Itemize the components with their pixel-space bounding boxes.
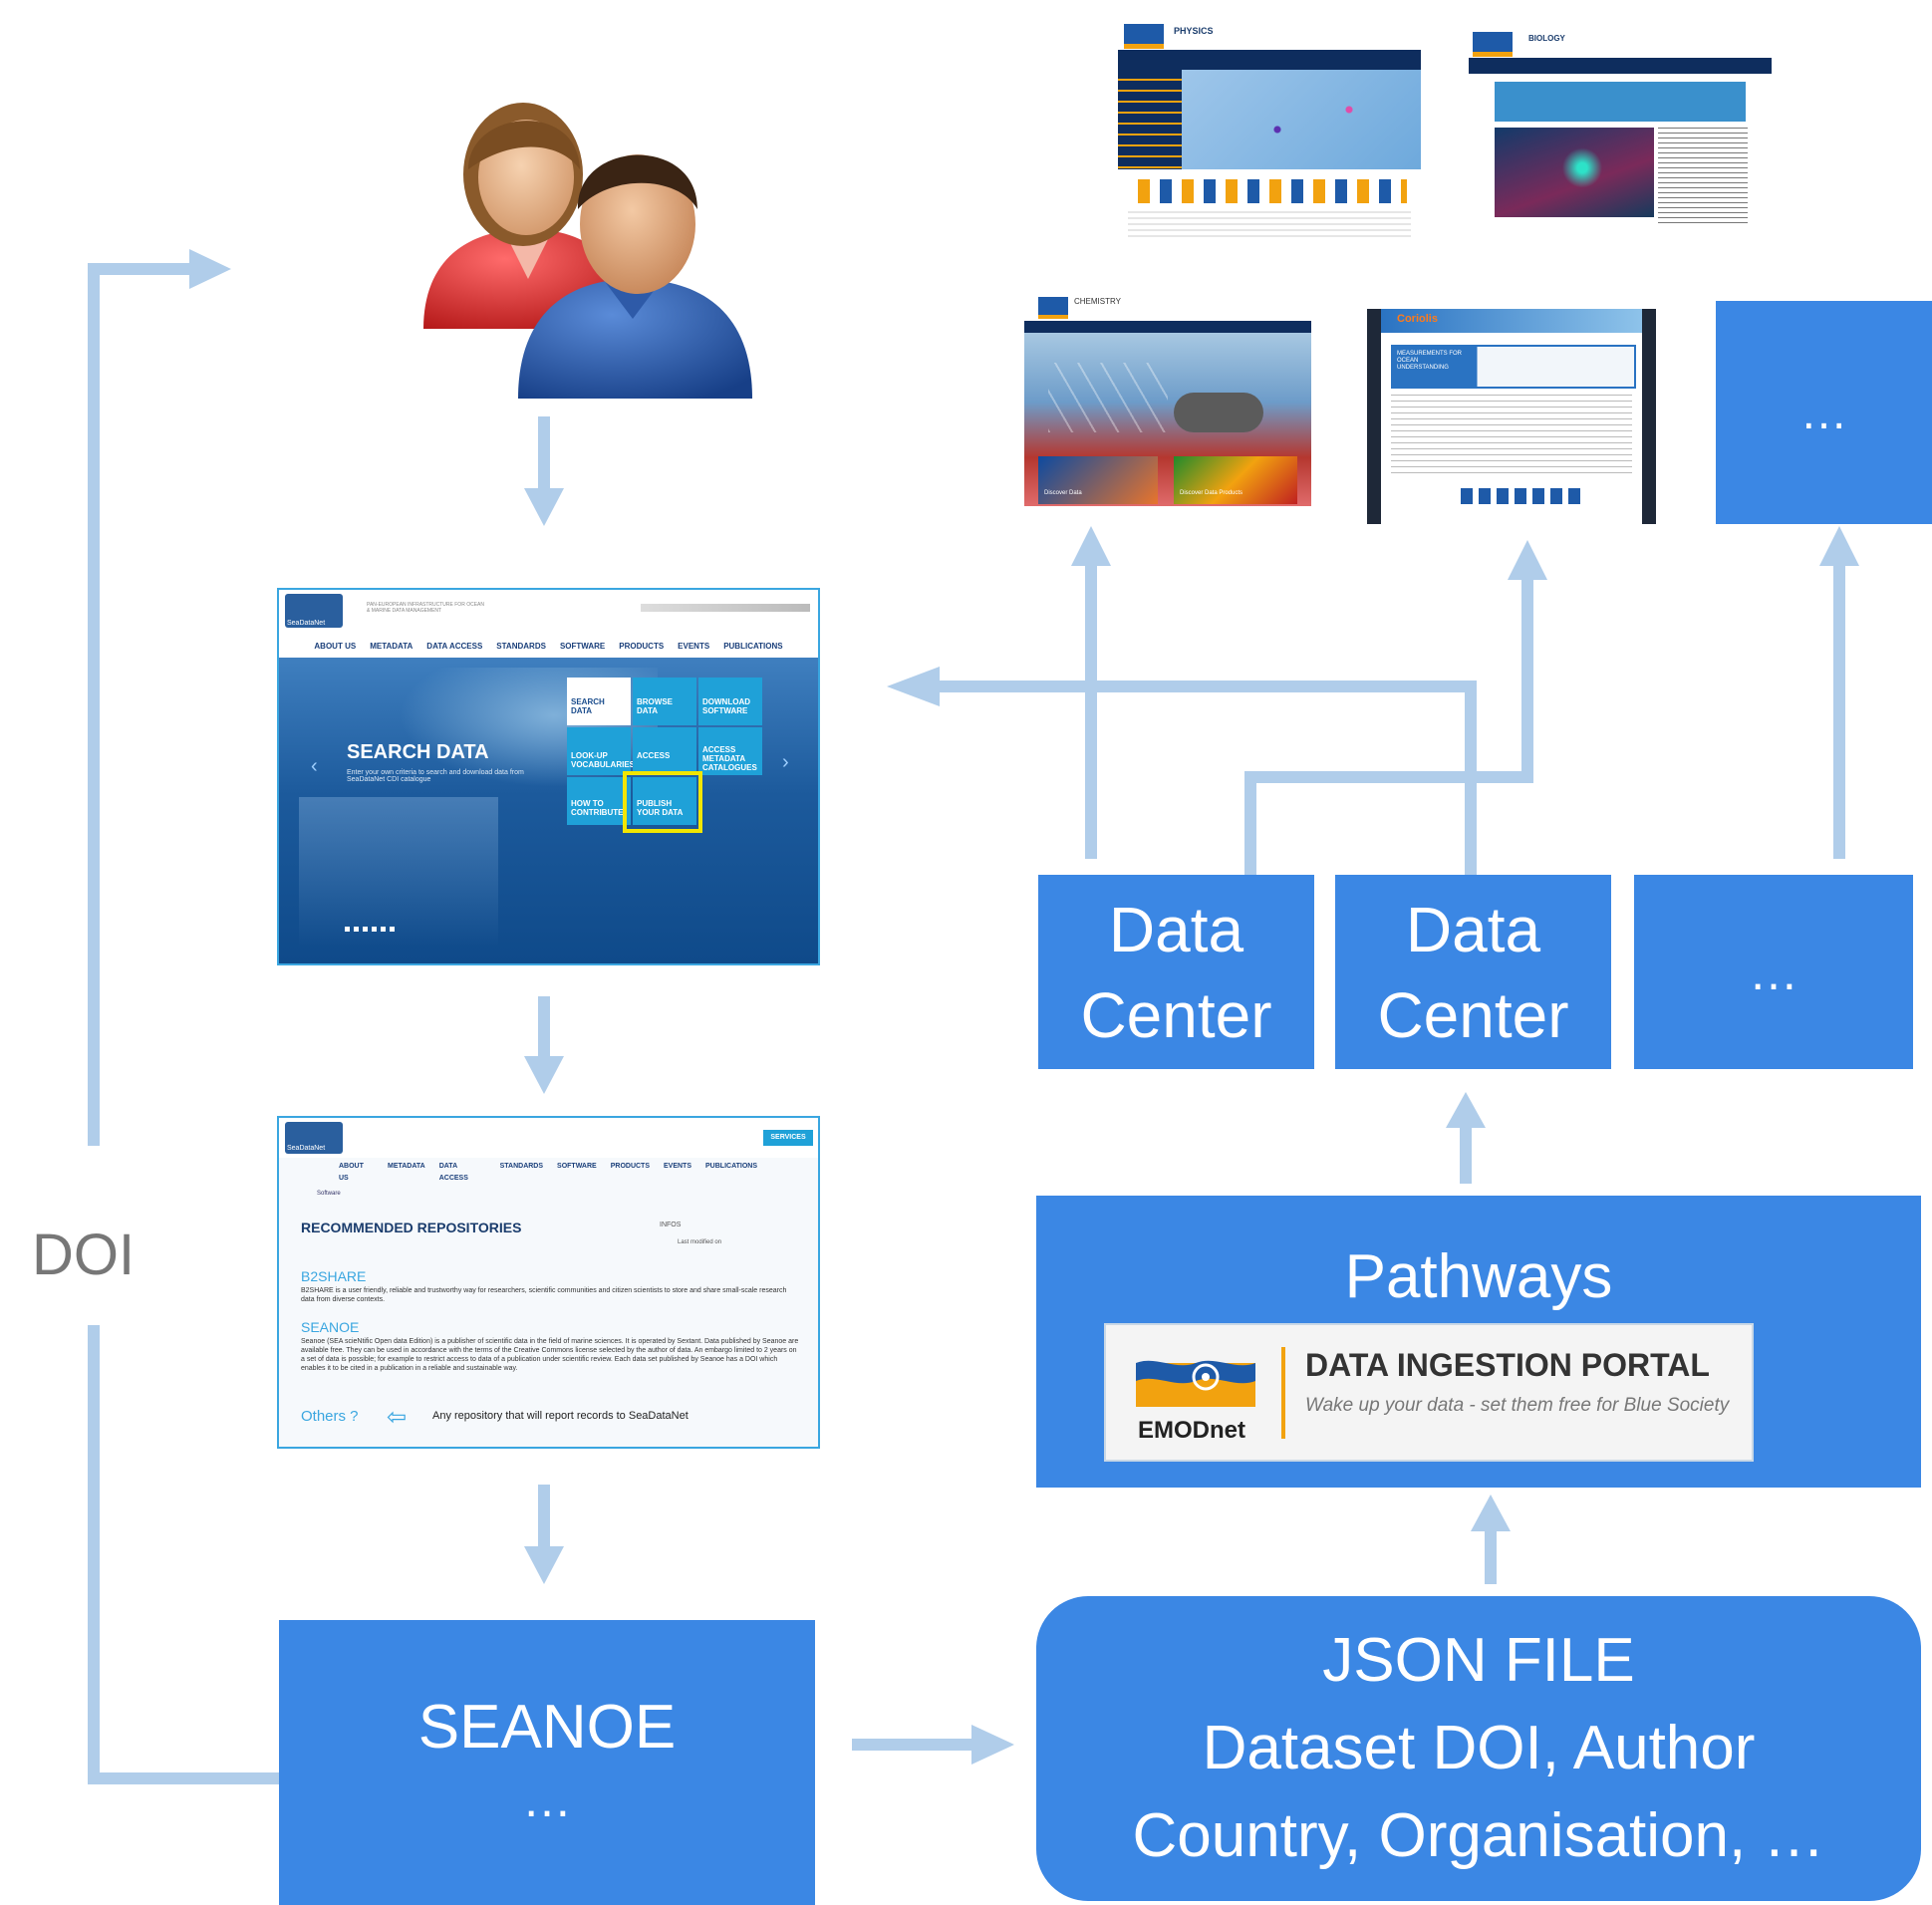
repos-logo <box>285 1122 343 1154</box>
emodnet-logo <box>1136 1355 1255 1407</box>
data-center-box-more: … <box>1634 875 1913 1069</box>
pathways-title: Pathways <box>1344 1242 1613 1311</box>
home-tile-download[interactable]: DOWNLOAD SOFTWARE <box>698 678 762 725</box>
data-center-box-1: Data Center <box>1038 875 1314 1069</box>
seanoe-title: SEANOE <box>417 1693 677 1762</box>
home-carousel-dots <box>345 927 395 932</box>
emodnet-physics-screenshot: PHYSICS <box>1118 20 1421 243</box>
home-nav-about[interactable]: ABOUT US <box>314 642 357 651</box>
repos-seanoe-text: Seanoe (SEA scieNtific Open data Edition… <box>301 1338 799 1372</box>
repos-b2share-text: B2SHARE is a user friendly, reliable and… <box>301 1287 787 1303</box>
banner-tagline: Wake up your data - set them free for Bl… <box>1305 1395 1730 1416</box>
left-arrow-icon: ⇦ <box>387 1404 408 1431</box>
home-tile-contribute[interactable]: HOW TO CONTRIBUTE <box>567 777 631 825</box>
home-nav-events[interactable]: EVENTS <box>678 642 710 651</box>
dc-more: … <box>1749 944 1798 1000</box>
home-tile-search[interactable]: SEARCH DATA <box>567 678 631 725</box>
publish-highlight <box>623 771 702 833</box>
banner-title: DATA INGESTION PORTAL <box>1305 1347 1710 1383</box>
repos-nav-products[interactable]: PRODUCTS <box>610 1163 650 1170</box>
biology-map <box>1495 128 1654 217</box>
home-tile-access[interactable]: ACCESS <box>633 727 696 775</box>
home-hero: SEARCH DATA Enter your own criteria to s… <box>279 658 818 963</box>
json-title: JSON FILE <box>1322 1626 1635 1695</box>
repos-seanoe-title[interactable]: SEANOE <box>301 1319 360 1335</box>
coriolis-title: Coriolis <box>1397 313 1438 325</box>
dc1-line2: Center <box>1080 978 1272 1051</box>
home-nav-data-access[interactable]: DATA ACCESS <box>426 642 483 651</box>
data-ingestion-portal-banner[interactable]: EMODnet DATA INGESTION PORTAL Wake up yo… <box>1104 1323 1754 1462</box>
json-fields-line2: Country, Organisation, … <box>1132 1801 1825 1870</box>
json-file-box: JSON FILE Dataset DOI, Author Country, O… <box>1036 1596 1921 1901</box>
arrow-heads <box>189 249 1859 1765</box>
home-hero-text: Enter your own criteria to search and do… <box>347 769 524 783</box>
repos-b2share-title[interactable]: B2SHARE <box>301 1268 367 1284</box>
arrow-dc2-to-home <box>937 680 1477 875</box>
repos-nav-publications[interactable]: PUBLICATIONS <box>705 1163 757 1170</box>
home-nav-publications[interactable]: PUBLICATIONS <box>723 642 783 651</box>
chemistry-hero: Discover Data Discover Data Products <box>1024 333 1311 506</box>
doi-loop-lower <box>88 1325 279 1784</box>
portal-more: … <box>1799 386 1848 439</box>
home-carousel-prev[interactable]: ‹ <box>311 755 318 777</box>
repos-infos: INFOS <box>660 1222 682 1228</box>
data-center-box-2: Data Center <box>1335 875 1611 1069</box>
users-icon <box>409 80 767 408</box>
repos-others: Others ? <box>301 1408 359 1425</box>
dc2-line2: Center <box>1377 978 1569 1051</box>
coriolis-screenshot: Coriolis MEASUREMENTS FOR OCEAN UNDERSTA… <box>1367 309 1656 524</box>
repos-nav-software[interactable]: SOFTWARE <box>557 1163 597 1170</box>
repos-breadcrumb[interactable]: Software <box>317 1191 341 1197</box>
dc2-line1: Data <box>1405 893 1541 965</box>
home-nav-metadata[interactable]: METADATA <box>370 642 414 651</box>
home-carousel-next[interactable]: › <box>782 751 789 773</box>
home-tile-browse[interactable]: BROWSE DATA <box>633 678 696 725</box>
coriolis-banner: MEASUREMENTS FOR OCEAN UNDERSTANDING <box>1397 351 1463 371</box>
chemistry-discover-data[interactable]: Discover Data <box>1044 490 1082 496</box>
dc1-line1: Data <box>1108 893 1244 965</box>
doi-label: DOI <box>32 1223 136 1287</box>
json-fields-line1: Dataset DOI, Author <box>1202 1714 1756 1782</box>
home-tile-publish[interactable]: PUBLISH YOUR DATA <box>633 777 696 825</box>
seadatanet-brand: SeaDataNet <box>287 620 326 627</box>
home-tile-vocab[interactable]: LOOK-UP VOCABULARIES <box>567 727 635 775</box>
repos-nav-data-access[interactable]: DATA ACCESS <box>438 1163 468 1182</box>
repos-last-modified: Last modified on <box>678 1239 722 1245</box>
repos-nav-events[interactable]: EVENTS <box>664 1163 692 1170</box>
repositories-screenshot: SeaDataNet SERVICES ABOUT US METADATA DA… <box>277 1116 820 1449</box>
seadatanet-logo <box>285 594 343 628</box>
repos-brand: SeaDataNet <box>287 1145 326 1152</box>
biology-title: BIOLOGY <box>1528 34 1565 43</box>
seanoe-more: … <box>522 1771 572 1827</box>
chemistry-title: CHEMISTRY <box>1074 297 1121 306</box>
repos-others-text: Any repository that will report records … <box>432 1410 689 1422</box>
banner-divider <box>1281 1347 1285 1439</box>
repos-nav-standards[interactable]: STANDARDS <box>499 1163 544 1170</box>
physics-map <box>1182 70 1421 169</box>
home-nav-software[interactable]: SOFTWARE <box>559 642 606 651</box>
emodnet-biology-screenshot: BIOLOGY <box>1469 28 1772 243</box>
doi-loop-upper <box>88 263 189 1146</box>
chemistry-discover-products[interactable]: Discover Data Products <box>1180 490 1243 496</box>
repos-nav-metadata[interactable]: METADATA <box>388 1163 425 1170</box>
home-nav-products[interactable]: PRODUCTS <box>619 642 665 651</box>
pathways-box: Pathways EMODnet DATA INGESTION PORTAL W… <box>1036 1196 1921 1488</box>
seadatanet-subtitle: PAN-EUROPEAN INFRASTRUCTURE FOR OCEAN & … <box>367 602 484 614</box>
home-tile-metadata[interactable]: ACCESS METADATA CATALOGUES <box>698 727 762 775</box>
repos-services-button[interactable]: SERVICES <box>763 1130 813 1146</box>
emodnet-chemistry-screenshot: CHEMISTRY Discover Data Discover Data Pr… <box>1024 293 1311 506</box>
repos-nav-about[interactable]: ABOUT US <box>339 1163 364 1182</box>
repos-title: RECOMMENDED REPOSITORIES <box>301 1220 522 1235</box>
physics-title: PHYSICS <box>1174 26 1214 36</box>
arrow-dc2-to-coriolis <box>1244 578 1533 875</box>
seadatanet-home-screenshot: SeaDataNet PAN-EUROPEAN INFRASTRUCTURE F… <box>277 588 820 965</box>
seanoe-box: SEANOE … <box>279 1620 815 1905</box>
portal-more-box: … <box>1716 301 1932 524</box>
emodnet-logo-text: EMODnet <box>1138 1417 1245 1444</box>
home-hero-title: SEARCH DATA <box>347 741 489 763</box>
home-nav-standards[interactable]: STANDARDS <box>496 642 546 651</box>
